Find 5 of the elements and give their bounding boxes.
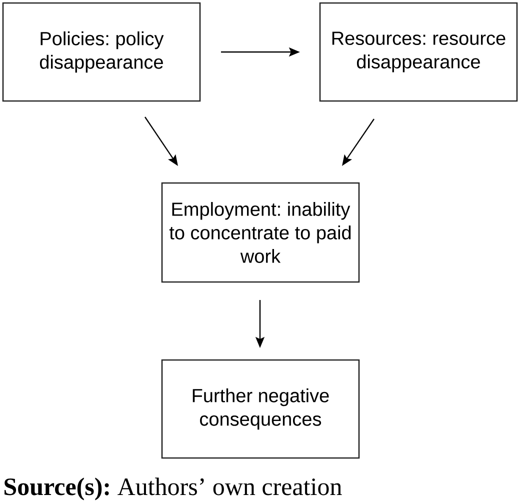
process-box: Resources: resource disappearance bbox=[319, 2, 518, 102]
process-box: Employment: inability to concentrate to paid work bbox=[161, 182, 360, 283]
process-box: Further negative consequences bbox=[161, 359, 360, 459]
caption-text: Source(s): Authors’ own creation bbox=[4, 478, 342, 500]
process-box: Policies: policy disappearance bbox=[2, 2, 201, 102]
